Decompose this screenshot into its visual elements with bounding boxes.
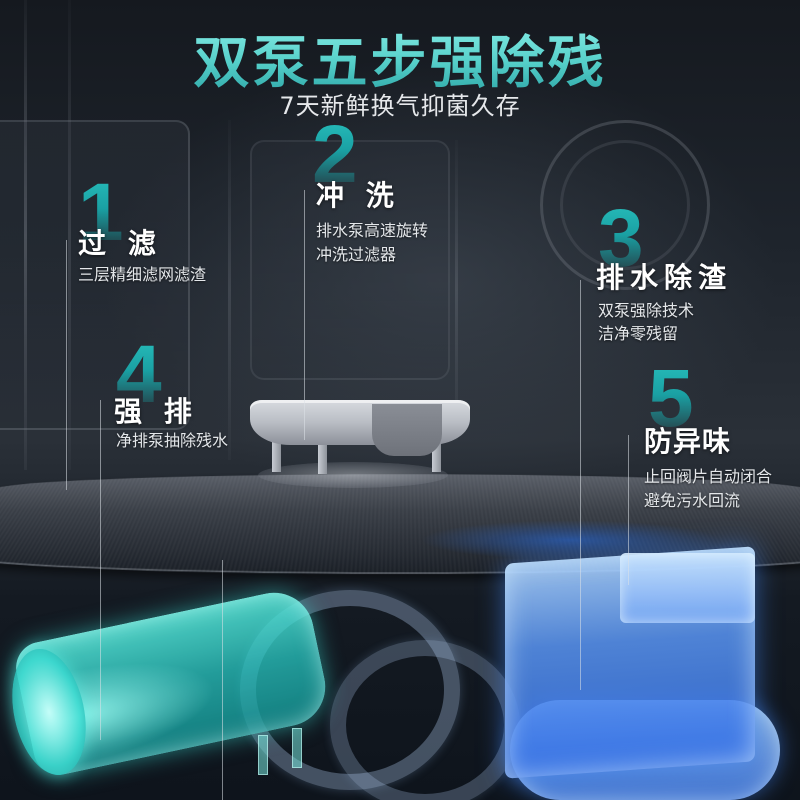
step-description: 避免污水回流 xyxy=(644,491,741,510)
step-description: 三层精细滤网滤渣 xyxy=(78,265,207,284)
tub-side-panel xyxy=(0,120,190,430)
leader-line-step-1 xyxy=(66,240,67,490)
blue-pump-housing-top xyxy=(620,553,755,623)
step-description: 双泵强除技术 xyxy=(598,301,695,320)
step-description: 止回阀片自动闭合 xyxy=(644,467,773,486)
tub-rib xyxy=(455,140,458,440)
step-description: 冲洗过滤器 xyxy=(316,245,397,264)
step-number: 1 xyxy=(78,167,124,258)
tub-ring xyxy=(540,120,710,290)
step-number: 5 xyxy=(648,353,694,444)
leader-line-step-5 xyxy=(628,435,629,585)
headline-subtitle: 7天新鲜换气抑菌久存 xyxy=(279,92,521,120)
step-title: 防异味 xyxy=(644,425,732,458)
step-title: 过 滤 xyxy=(78,227,162,260)
filter-leg xyxy=(272,440,281,472)
leader-line-step-4-pump xyxy=(222,560,223,800)
headline-title: 双泵五步强除残 xyxy=(0,18,800,99)
cyan-pump-terminal xyxy=(258,735,268,775)
step-number: 3 xyxy=(598,193,644,284)
tub-rib xyxy=(68,0,71,470)
tub-ring xyxy=(560,140,690,270)
transparent-pipe xyxy=(330,640,520,800)
step-description: 洁净零残留 xyxy=(598,324,679,343)
step-title: 强 排 xyxy=(114,395,198,428)
filter-leg xyxy=(318,442,327,474)
tub-back-panel xyxy=(250,140,450,380)
tub-rib xyxy=(228,120,231,460)
cyan-pump-terminal xyxy=(292,728,302,768)
filter-notch xyxy=(372,404,442,456)
leader-line-step-4 xyxy=(100,400,101,740)
step-description: 净排泵抽除残水 xyxy=(116,431,229,450)
step-description: 排水泵高速旋转 xyxy=(316,221,429,240)
leader-line-step-3 xyxy=(580,280,581,690)
filter-base-plate xyxy=(258,462,448,488)
step-title: 冲 洗 xyxy=(316,179,400,212)
tub-rib xyxy=(24,0,27,470)
filter-leg xyxy=(432,440,441,472)
step-number: 2 xyxy=(312,109,358,200)
step-number: 4 xyxy=(116,329,162,420)
step-title tight: 排水除渣 xyxy=(596,261,733,294)
leader-line-step-2 xyxy=(304,190,305,440)
